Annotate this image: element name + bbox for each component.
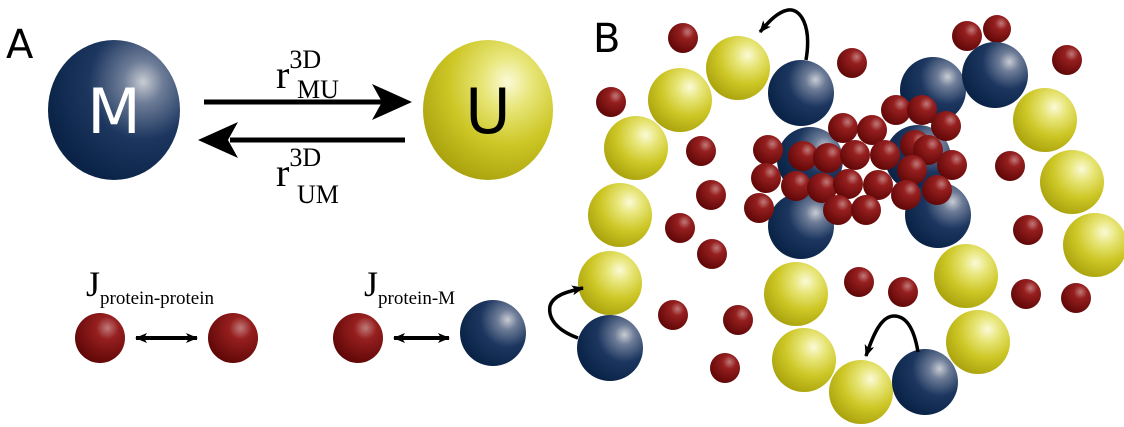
protein-particle-right: [208, 313, 258, 363]
rate-mu-sup: 3D: [289, 45, 321, 74]
rate-um-base: r: [276, 150, 289, 195]
protein-particle-left: [75, 313, 125, 363]
state-u-label: U: [465, 75, 510, 148]
m-particle-pm: [460, 300, 526, 366]
j-protein-m-label: Jprotein-M: [364, 264, 455, 309]
rate-mu-sub: MU: [297, 75, 339, 104]
panel-a-label: A: [6, 22, 34, 68]
curved-arrow-top: [760, 10, 808, 60]
rate-mu-label: r3D MU: [276, 45, 339, 104]
j-protein-protein-label: Jprotein-protein: [86, 264, 214, 309]
u-particle-chain-left: [578, 36, 770, 315]
rate-um-label: r3D UM: [276, 143, 339, 209]
panel-b-label: B: [593, 16, 620, 62]
state-u-particle: U: [423, 40, 553, 180]
protein-particle-pm: [333, 313, 383, 363]
u-particle-chain-right: [1013, 88, 1124, 277]
rate-um-sup: 3D: [289, 143, 321, 172]
j-pm-sub: protein-M: [378, 288, 455, 309]
state-m-label: M: [87, 75, 141, 148]
u-particle-chain-bottom: [764, 244, 1010, 424]
curved-arrow-bottom: [866, 316, 918, 356]
curved-arrow-left: [550, 288, 583, 338]
rate-mu-base: r: [276, 52, 289, 97]
j-pp-sub: protein-protein: [100, 288, 214, 309]
state-m-particle: M: [48, 40, 180, 180]
j-pp-base: J: [86, 264, 100, 304]
j-pm-base: J: [364, 264, 378, 304]
rate-um-sub: UM: [297, 180, 339, 209]
